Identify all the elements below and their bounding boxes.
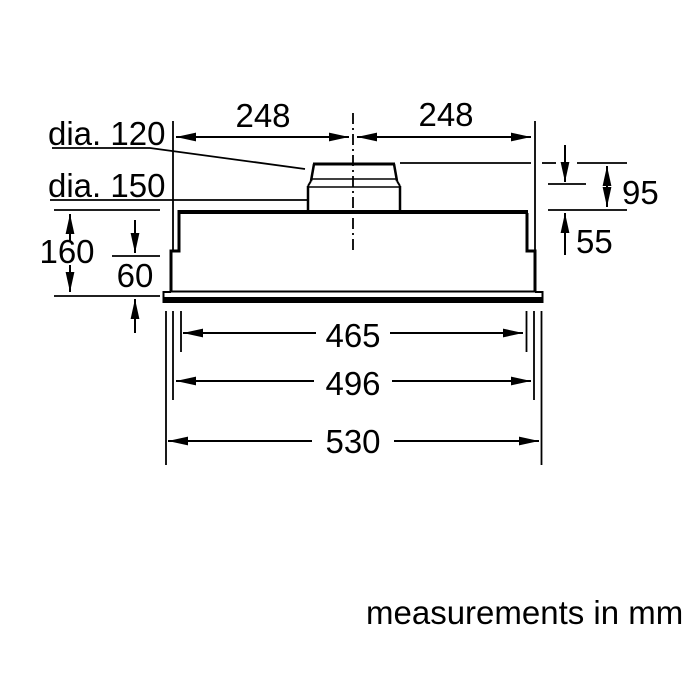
dim-label-55: 55	[576, 223, 613, 260]
dim-label-530: 530	[325, 423, 380, 460]
flange-bottom-bar	[162, 297, 544, 303]
dim-label-60: 60	[117, 257, 154, 294]
dimension-55: 55	[560, 145, 613, 260]
flange-left-edge	[162, 291, 171, 297]
dim-label-465: 465	[325, 317, 380, 354]
collar-upper-right-side	[392, 163, 399, 182]
dim-label-dia-120: dia. 120	[48, 115, 165, 152]
dim-label-496: 496	[325, 365, 380, 402]
collar-step-right	[396, 180, 401, 187]
dimension-248-left: 248	[176, 97, 349, 142]
reference-lines	[54, 162, 627, 297]
dimension-160: 160	[39, 214, 95, 292]
extension-lines	[165, 121, 543, 465]
dimension-95: 95	[602, 166, 659, 211]
collar-step-left	[307, 180, 312, 187]
dim-label-dia-150: dia. 150	[48, 167, 165, 204]
dimension-248-right: 248	[357, 96, 531, 142]
dimension-496: 496	[176, 365, 531, 402]
dimension-465: 465	[183, 317, 523, 354]
leader-lines	[50, 147, 307, 201]
dimension-530: 530	[168, 423, 539, 460]
dim-label-160: 160	[39, 233, 94, 270]
duct-collar	[306, 162, 402, 211]
collar-upper-left-side	[309, 163, 316, 182]
diameter-labels: dia. 120 dia. 150	[48, 115, 165, 204]
body-right-edge	[525, 213, 537, 291]
dim-label-248-left: 248	[235, 97, 290, 134]
dimension-60: 60	[117, 220, 154, 333]
dia-120-leader-line	[52, 147, 306, 170]
body-left-edge	[169, 213, 181, 291]
flange-right-edge	[535, 291, 544, 297]
dim-label-248-right: 248	[418, 96, 473, 133]
dim-label-95: 95	[622, 174, 659, 211]
units-caption: measurements in mm	[366, 594, 683, 631]
